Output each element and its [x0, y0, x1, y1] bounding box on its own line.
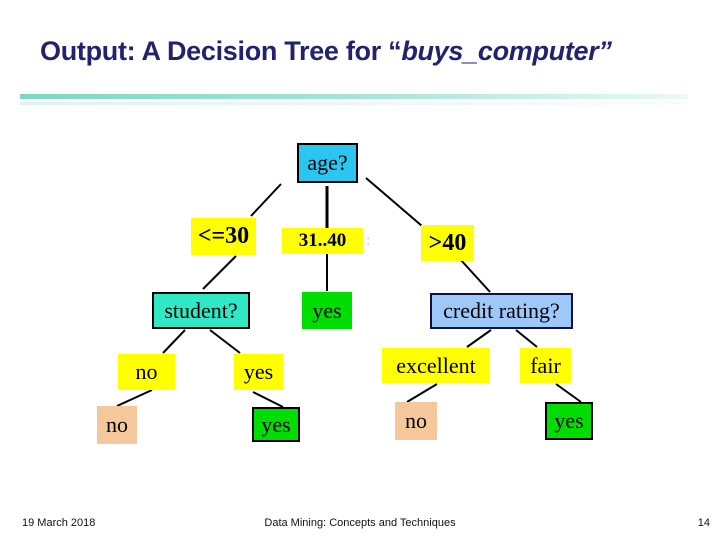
edge-credit-fair [515, 329, 538, 348]
branch-label-31-40: 31..40 [282, 228, 363, 254]
slide-title: Output: A Decision Tree for “buys_comput… [40, 36, 710, 67]
title-underline-rule-faint [20, 102, 688, 105]
stray-artifact: : [366, 232, 371, 249]
node-student-label: student? [164, 297, 238, 323]
edge-le30-student [202, 255, 237, 290]
footer-page-number: 14 [697, 517, 710, 529]
node-credit-rating-label: credit rating? [443, 298, 560, 323]
footer-date: 19 March 2018 [22, 517, 96, 529]
branch-label-gt40-text: >40 [428, 229, 467, 256]
branch-label-excellent: excellent [382, 348, 490, 383]
branch-label-excellent-text: excellent [396, 352, 476, 378]
branch-label-le30: <=30 [191, 218, 256, 255]
leaf-no-left-label: no [106, 412, 128, 437]
slide-title-emphasis: buys_computer [401, 36, 599, 66]
leaf-no-left: no [97, 406, 137, 444]
slide-title-suffix: ” [598, 36, 612, 66]
leaf-yes-left: yes [252, 407, 300, 442]
edge-credit-excellent [466, 329, 492, 348]
edge-student-yes [209, 329, 241, 354]
edge-yes-yesleaf [252, 391, 284, 408]
edge-excellent-noleaf [406, 383, 438, 403]
edge-fair-yesleaf [555, 383, 582, 403]
branch-label-yes: yes [234, 354, 283, 390]
node-age: age? [297, 143, 358, 183]
edge-age-gt40 [365, 177, 423, 227]
leaf-yes-right-label: yes [554, 408, 584, 433]
slide-footer: 19 March 2018 Data Mining: Concepts and … [0, 517, 720, 533]
leaf-yes-middle-label: yes [312, 297, 342, 323]
node-age-label: age? [307, 150, 348, 175]
edge-student-no [162, 329, 186, 354]
branch-label-no-text: no [135, 359, 158, 384]
leaf-yes-left-label: yes [261, 411, 291, 437]
edge-age-le30 [250, 183, 282, 217]
branch-label-fair-text: fair [530, 352, 561, 378]
leaf-no-right-label: no [405, 408, 427, 433]
title-underline-rule [20, 94, 688, 99]
node-credit-rating: credit rating? [430, 293, 573, 329]
footer-book-title: Data Mining: Concepts and Techniques [264, 517, 456, 529]
branch-label-le30-text: <=30 [197, 223, 250, 249]
branch-label-yes-text: yes [243, 359, 274, 384]
leaf-yes-right: yes [545, 402, 593, 440]
slide-title-prefix: Output: A Decision Tree for “ [40, 36, 402, 66]
branch-label-fair: fair [520, 348, 571, 383]
edge-no-noleaf [116, 389, 153, 407]
branch-label-31-40-text: 31..40 [298, 230, 347, 251]
branch-label-gt40: >40 [421, 225, 474, 261]
node-student: student? [152, 292, 250, 329]
leaf-no-right: no [395, 402, 437, 440]
leaf-yes-middle: yes [302, 292, 352, 329]
branch-label-no: no [118, 354, 175, 390]
edge-gt40-credit [459, 258, 491, 293]
